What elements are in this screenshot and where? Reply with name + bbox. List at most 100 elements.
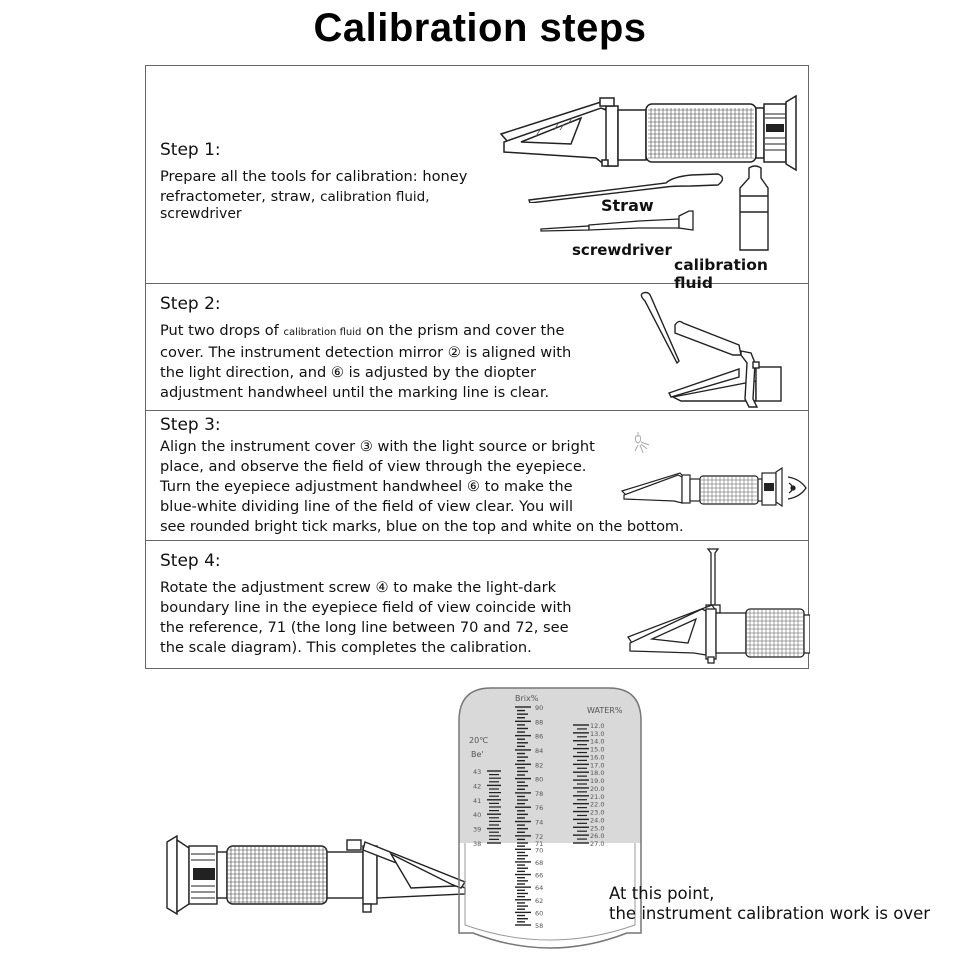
screwdriver-icon	[540, 210, 694, 232]
step-4-line: the scale diagram). This completes the c…	[160, 639, 532, 656]
brix-tick-label: 71	[535, 840, 543, 848]
water-tick-label: 20.0	[590, 785, 604, 793]
knurl-pattern	[648, 108, 754, 159]
refractometer-icon	[620, 467, 783, 507]
water-tick-label: 25.0	[590, 824, 604, 832]
refractometer-icon	[499, 94, 797, 172]
eye-icon	[787, 476, 807, 500]
be-tick-label: 43	[473, 768, 481, 776]
calibration-fluid-bottle-icon	[739, 165, 769, 251]
screwdriver-label: screwdriver	[572, 241, 672, 259]
brix-tick-label: 86	[535, 733, 543, 741]
be-tick-label: 39	[473, 826, 481, 834]
step-2-line: adjustment handwheel until the marking l…	[160, 384, 550, 401]
water-tick-label: 24.0	[590, 816, 604, 824]
water-tick-label: 17.0	[590, 761, 604, 769]
scale-upper-field	[459, 688, 641, 843]
be-scale: 43 42 41 40 39 38	[473, 768, 501, 848]
water-tick-label: 27.0	[590, 840, 604, 848]
water-tick-label: 19.0	[590, 777, 604, 785]
water-tick-label: 23.0	[590, 809, 604, 817]
brix-tick-label: 74	[535, 819, 543, 827]
refractometer-scale-diagram: Brix% WATER% 20℃ Be' 90 88 86 84 82 80 78 76 74 7…	[458, 687, 642, 949]
step-2-text: Put two drops of	[160, 322, 284, 339]
brix-tick-label: 60	[535, 909, 543, 917]
brix-tick-label: 90	[535, 704, 543, 712]
refractometer-icon	[166, 834, 467, 916]
step-1-heading: Step 1:	[160, 140, 221, 160]
brix-tick-label: 84	[535, 747, 543, 755]
be-tick-label: 40	[473, 811, 481, 819]
step-1-line: Prepare all the tools for calibration: h…	[160, 168, 468, 185]
step-1-text: calibration fluid,	[320, 189, 430, 205]
brix-tick-label: 68	[535, 859, 543, 867]
step-3-line: see rounded bright tick marks, blue on t…	[160, 518, 684, 535]
brix-header: Brix%	[515, 694, 539, 703]
brix-tick-label: 62	[535, 897, 543, 905]
step-2-heading: Step 2:	[160, 294, 221, 314]
step-2-text: on the prism and cover the	[361, 322, 565, 339]
step-3-line: blue-white dividing line of the field of…	[160, 498, 574, 515]
be-tick-label: 38	[473, 840, 481, 848]
water-tick-label: 22.0	[590, 801, 604, 809]
water-tick-label: 13.0	[590, 730, 604, 738]
step-1-line: screwdriver	[160, 206, 242, 222]
step-3-heading: Step 3:	[160, 415, 221, 435]
step-2-body: Put two drops of calibration fluid on th…	[160, 321, 571, 403]
brix-tick-label: 58	[535, 922, 543, 930]
water-tick-label: 16.0	[590, 753, 604, 761]
step-4-line: the reference, 71 (the long line between…	[160, 619, 569, 636]
water-scale: 12.013.014.015.016.017.018.019.020.021.0…	[573, 722, 604, 848]
completion-message: At this point, the instrument calibratio…	[609, 884, 930, 924]
light-bulb-icon	[634, 432, 650, 454]
completion-line: the instrument calibration work is over	[609, 904, 931, 923]
be-tick-label: 42	[473, 782, 481, 790]
step-1-line: refractometer, straw, calibration fluid,	[160, 187, 467, 207]
step-1: Step 1: Prepare all the tools for calibr…	[146, 66, 808, 292]
step-3: Step 3: Align the instrument cover ③ wit…	[146, 411, 808, 541]
scale-outline	[458, 687, 642, 949]
step-4-line: boundary line in the eyepiece field of v…	[160, 599, 572, 616]
step-4-heading: Step 4:	[160, 551, 221, 571]
brix-tick-label: 66	[535, 872, 543, 880]
step-3-line: Align the instrument cover ③ with the li…	[160, 438, 595, 455]
water-tick-label: 21.0	[590, 793, 604, 801]
brix-tick-label: 88	[535, 718, 543, 726]
water-tick-label: 18.0	[590, 769, 604, 777]
temp-label: 20℃	[469, 736, 488, 745]
refractometer-open-icon	[640, 291, 782, 408]
brix-tick-label: 80	[535, 776, 543, 784]
straw-icon	[528, 173, 724, 203]
step-4-body: Rotate the adjustment screw ④ to make th…	[160, 578, 571, 658]
be-label: Be'	[471, 750, 484, 759]
brix-tick-label: 78	[535, 790, 543, 798]
water-tick-label: 15.0	[590, 746, 604, 754]
step-2: Step 2: Put two drops of calibration flu…	[146, 284, 808, 411]
calibration-fluid-label: calibration fluid	[674, 256, 768, 292]
brix-tick-label: 72	[535, 833, 543, 841]
steps-panel: Step 1: Prepare all the tools for calibr…	[145, 65, 810, 670]
step-3-line: place, and observe the field of view thr…	[160, 458, 587, 475]
page-title: Calibration steps	[313, 6, 647, 50]
refractometer-screwdriver-icon	[627, 548, 810, 664]
brix-tick-label: 76	[535, 804, 543, 812]
brix-tick-label: 70	[535, 846, 543, 854]
step-4-line: Rotate the adjustment screw ④ to make th…	[160, 579, 557, 596]
step-3-line: Turn the eyepiece adjustment handwheel ⑥…	[160, 478, 573, 495]
completion-line: At this point,	[609, 884, 715, 903]
be-tick-label: 41	[473, 797, 481, 805]
step-2-line: the light direction, and ⑥ is adjusted b…	[160, 364, 536, 381]
step-1-text: refractometer, straw,	[160, 188, 321, 205]
step-2-line: Put two drops of calibration fluid on th…	[160, 321, 571, 343]
step-4: Step 4: Rotate the adjustment screw ④ to…	[146, 541, 810, 670]
step-1-body: Prepare all the tools for calibration: h…	[160, 167, 467, 221]
step-3-body: Align the instrument cover ③ with the li…	[160, 437, 684, 537]
water-tick-label: 14.0	[590, 738, 604, 746]
straw-label: Straw	[601, 196, 654, 215]
step-2-text-small: calibration fluid	[283, 327, 362, 338]
water-header: WATER%	[587, 706, 623, 715]
brix-tick-label: 82	[535, 761, 543, 769]
water-tick-label: 12.0	[590, 722, 604, 730]
water-tick-label: 26.0	[590, 832, 604, 840]
